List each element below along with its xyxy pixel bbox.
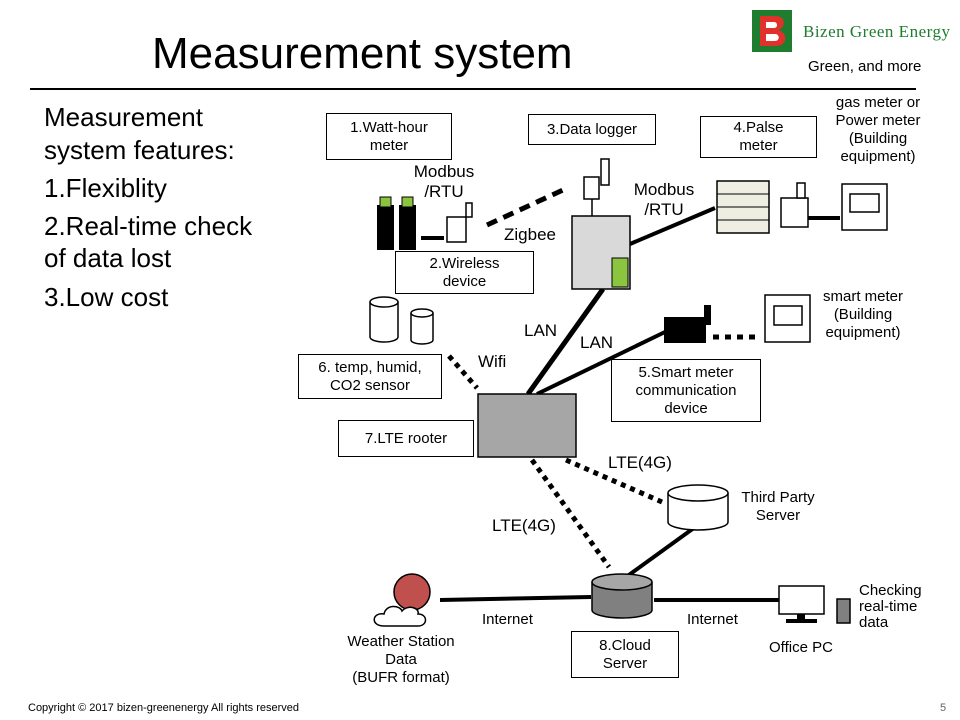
feature-item-flexibility: 1.Flexiblity	[44, 173, 167, 203]
label-line: data	[859, 614, 889, 631]
lte-link-cloud	[529, 458, 612, 569]
title-underline	[30, 88, 916, 90]
weather-station-icon	[373, 573, 431, 627]
smart-comm-device-icon	[664, 305, 711, 343]
sensor-icon	[369, 296, 434, 345]
label-line: /RTU	[644, 200, 684, 219]
label-line: Checking	[859, 582, 922, 599]
lan-link-smart-comm-router	[536, 330, 666, 396]
cloud-server-icon	[591, 573, 653, 619]
lte-router-icon	[477, 393, 577, 458]
label-line: Third Party	[741, 489, 815, 506]
box-sensor: 6. temp, humid,CO2 sensor	[298, 354, 442, 399]
box-line: 2.Wireless	[429, 254, 500, 272]
label-line: gas meter or	[835, 94, 921, 111]
box-line: 5.Smart meter	[638, 363, 734, 381]
label-office-pc: Office PC	[769, 639, 833, 656]
third-party-server-icon	[667, 484, 729, 531]
page-number: 5	[940, 702, 947, 714]
feature-item-low-cost: 3.Low cost	[44, 282, 169, 312]
box-line: Server	[602, 654, 648, 672]
label-line: Modbus	[633, 180, 695, 199]
label-lte-upper: LTE(4G)	[608, 453, 672, 472]
wireless-device-icon	[446, 202, 473, 243]
box-line: 6. temp, humid,	[318, 358, 422, 376]
company-logo-icon	[752, 10, 792, 52]
label-line: (BUFR format)	[352, 669, 450, 686]
box-line: 1.Watt-hour	[350, 118, 428, 136]
label-modbus-right: Modbus /RTU	[622, 180, 706, 220]
company-name: Bizen Green Energy	[803, 22, 951, 41]
features-heading-line1: Measurement	[44, 102, 203, 132]
copyright-notice: Copyright © 2017 bizen-greenenergy All r…	[28, 702, 300, 714]
feature-item-realtime-line1: 2.Real-time check	[44, 211, 253, 241]
label-gas-meter: gas meter or Power meter (Building equip…	[818, 94, 938, 166]
box-line: 8.Cloud	[599, 636, 651, 654]
modbus-line-palse-logger	[629, 206, 716, 246]
box-line: 7.LTE rooter	[364, 429, 448, 447]
box-line: device	[442, 272, 487, 290]
label-line: /RTU	[424, 182, 464, 201]
internet-link-weather	[439, 595, 592, 602]
box-line: meter	[739, 137, 778, 154]
box-data-logger: 3.Data logger	[528, 114, 656, 145]
label-third-party-server: Third Party Server	[726, 489, 830, 525]
label-line: smart meter	[822, 288, 903, 305]
label-line: Server	[755, 507, 801, 524]
office-pc-icon	[778, 585, 825, 623]
box-lte-router: 7.LTE rooter	[338, 420, 474, 457]
box-line: CO2 sensor	[329, 376, 411, 394]
connection-lines	[421, 187, 840, 602]
label-line: real-time	[859, 598, 918, 615]
label-line: Data	[385, 651, 417, 668]
label-wifi: Wifi	[478, 352, 507, 371]
palse-meter-icon	[716, 180, 809, 234]
label-lan-left: LAN	[524, 321, 558, 340]
label-zigbee: Zigbee	[504, 225, 556, 244]
label-internet-left: Internet	[482, 611, 533, 628]
box-line: communication	[635, 381, 737, 399]
company-tagline: Green, and more	[808, 58, 922, 75]
phone-icon	[836, 598, 851, 624]
link-third-party-cloud	[620, 523, 700, 582]
label-line: Weather Station	[347, 633, 455, 650]
gas-meter-icon	[841, 183, 888, 231]
label-checking-data: Checking real-time data	[859, 583, 922, 631]
label-line: (Building	[848, 130, 908, 147]
lte-link-third-party	[564, 457, 664, 505]
label-smart-meter: smart meter (Building equipment)	[806, 288, 920, 342]
data-logger-icon	[571, 158, 631, 290]
label-line: equipment)	[840, 148, 916, 165]
smart-meter-icon	[764, 294, 811, 343]
label-line: Modbus	[413, 162, 475, 181]
label-modbus-left: Modbus /RTU	[402, 162, 486, 202]
wifi-link	[447, 354, 479, 390]
label-weather-station: Weather Station Data (BUFR format)	[330, 633, 472, 687]
label-lan-right: LAN	[580, 333, 614, 352]
label-line: equipment)	[825, 324, 901, 341]
lan-link-logger-router	[525, 287, 606, 396]
label-internet-right: Internet	[687, 611, 738, 628]
box-line: device	[664, 399, 708, 417]
box-line: 3.Data logger	[546, 120, 638, 138]
features-heading-line2: system features:	[44, 135, 235, 165]
page-title: Measurement system	[152, 29, 573, 78]
zigbee-link	[485, 187, 565, 228]
watt-hour-meter-icon	[377, 196, 416, 250]
label-lte-lower: LTE(4G)	[492, 516, 556, 535]
box-line: 4.Palse	[733, 119, 784, 136]
label-line: (Building	[833, 306, 893, 323]
box-line: meter	[369, 136, 409, 154]
feature-item-realtime-line2: of data lost	[44, 243, 172, 273]
label-line: Power meter	[835, 112, 921, 129]
